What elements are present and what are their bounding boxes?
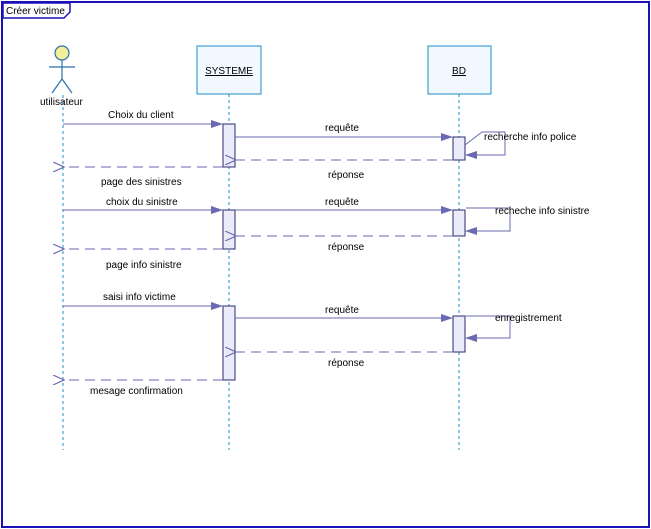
self-message-arrow — [464, 131, 506, 159]
message-label: enregistrement — [495, 313, 562, 324]
frame-title: Créer victime — [6, 6, 65, 17]
self-message-arrow — [465, 207, 511, 235]
message-label: recherche info police — [484, 132, 577, 143]
message-label: réponse — [328, 358, 365, 369]
message-label: page info sinistre — [106, 260, 182, 271]
message-label: mesage confirmation — [90, 386, 183, 397]
message-label: requête — [325, 123, 359, 134]
db-activation-3 — [452, 315, 466, 353]
self-message-arrow — [465, 315, 511, 342]
system-header: SYSTEME — [196, 45, 262, 95]
stick-figure-icon — [49, 45, 75, 94]
system-header-label: SYSTEME — [205, 66, 253, 77]
message-label: réponse — [328, 242, 365, 253]
db-activation-1 — [452, 136, 466, 161]
actor-user-label: utilisateur — [40, 97, 83, 108]
message-label: choix du sinistre — [106, 197, 178, 208]
message-label: réponse — [328, 170, 365, 181]
system-activation-3 — [222, 305, 236, 381]
message-label: requête — [325, 197, 359, 208]
db-header-label: BD — [452, 66, 466, 77]
db-header: BD — [427, 45, 492, 95]
system-activation-1 — [222, 123, 236, 168]
frame-title-tab: Créer victime — [2, 2, 71, 19]
system-activation-2 — [222, 209, 236, 250]
message-label: page des sinistres — [101, 177, 182, 188]
message-label: recheche info sinistre — [495, 206, 590, 217]
message-label: Choix du client — [108, 110, 174, 121]
message-label: requête — [325, 305, 359, 316]
message-label: saisi info victime — [103, 292, 176, 303]
db-activation-2 — [452, 209, 466, 237]
